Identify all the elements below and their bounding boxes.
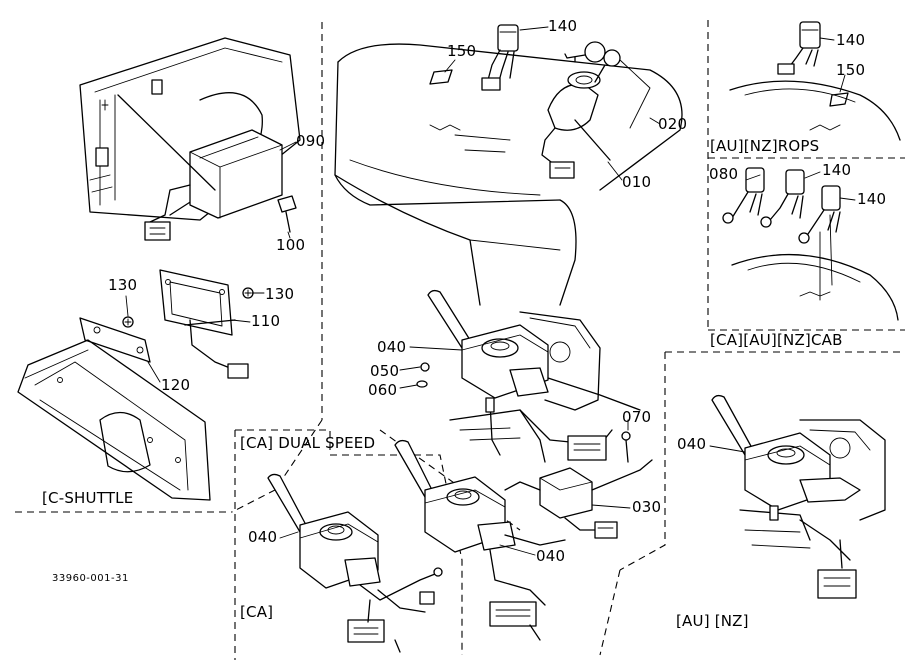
screw-130-left <box>122 316 134 328</box>
part-number-140-rops: 140 <box>836 31 866 49</box>
controller-unit-090 <box>117 94 283 241</box>
bolt-100 <box>277 195 297 233</box>
part-number-010: 010 <box>622 173 652 191</box>
part-number-130-right: 130 <box>265 285 295 303</box>
section-label-au-nz: [AU] [NZ] <box>676 612 749 630</box>
part-number-090: 090 <box>296 132 326 150</box>
part-number-140-top: 140 <box>548 17 578 35</box>
part-number-110: 110 <box>251 312 281 330</box>
dash-panel <box>334 43 683 306</box>
combination-switch-040-main <box>427 289 641 411</box>
part-number-040-dual-left: 040 <box>248 528 278 546</box>
part-number-040-au-nz: 040 <box>677 435 707 453</box>
rops-au-nz-assembly <box>729 21 901 141</box>
drawing-number: 33960-001-31 <box>52 573 129 584</box>
section-label-ca: [CA] <box>240 603 274 621</box>
flasher-030 <box>504 459 653 539</box>
combination-switch-040-ca-dual-right <box>394 439 566 641</box>
screw-050 <box>420 362 430 372</box>
part-number-140-cab-b: 140 <box>857 190 887 208</box>
key-switch-010 <box>541 71 611 179</box>
part-number-120: 120 <box>161 376 191 394</box>
part-number-150-rops: 150 <box>836 61 866 79</box>
bolt-070 <box>621 431 631 463</box>
cab-assembly <box>722 167 899 321</box>
lower-harness <box>449 397 613 463</box>
part-number-070: 070 <box>622 408 652 426</box>
c-shuttle-frame <box>17 339 211 501</box>
plate-120 <box>79 317 151 363</box>
plate-150-top <box>429 69 453 85</box>
leader-lines <box>125 26 856 556</box>
part-number-130-left: 130 <box>108 276 138 294</box>
part-number-060: 060 <box>368 381 398 399</box>
screw-130-right <box>242 287 254 299</box>
part-number-020: 020 <box>658 115 688 133</box>
combination-switch-040-au-nz <box>711 394 886 599</box>
section-label-au-nz-rops: [AU][NZ]ROPS <box>710 137 820 155</box>
combination-switch-040-ca-dual-left <box>267 473 443 653</box>
bracket-110 <box>159 269 249 379</box>
part-number-040-dual-right: 040 <box>536 547 566 565</box>
part-number-150-top: 150 <box>447 42 477 60</box>
key-020 <box>564 41 651 129</box>
washer-060 <box>416 380 428 388</box>
part-number-100: 100 <box>276 236 306 254</box>
part-number-050: 050 <box>370 362 400 380</box>
switch-140-top <box>481 24 519 91</box>
section-label-c-shuttle: [C-SHUTTLE <box>42 489 134 507</box>
section-label-ca-au-nz-cab: [CA][AU][NZ]CAB <box>710 331 843 349</box>
part-number-140-cab-a: 140 <box>822 161 852 179</box>
section-label-ca-dual-speed: [CA] DUAL SPEED <box>240 434 376 452</box>
part-number-080: 080 <box>709 165 739 183</box>
part-number-040-main: 040 <box>377 338 407 356</box>
part-number-030: 030 <box>632 498 662 516</box>
